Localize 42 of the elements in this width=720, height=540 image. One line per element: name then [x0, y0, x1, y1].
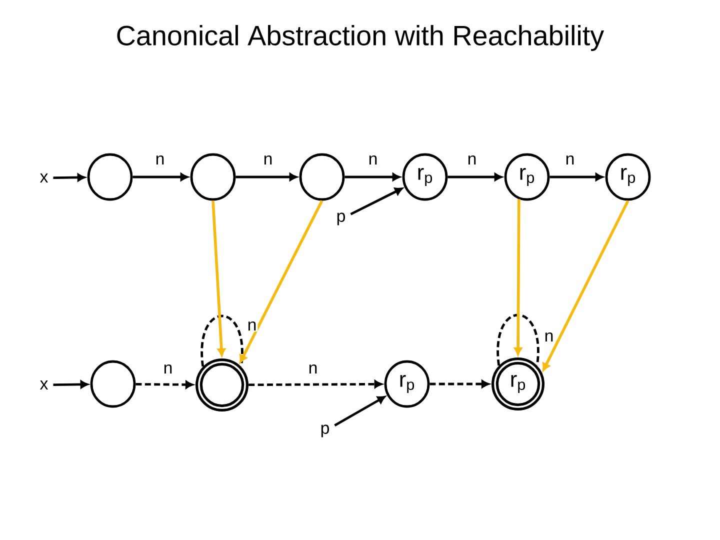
- edge-label: n: [564, 154, 576, 166]
- edge-label: n: [307, 363, 319, 375]
- double-circle-node: r$_{p}$: [492, 358, 544, 410]
- circle-node: [190, 153, 236, 201]
- arrow: [236, 173, 298, 181]
- circle-node: [87, 153, 133, 201]
- title: Canonical Abstraction with Reachability: [117, 25, 604, 51]
- edge-label: n: [162, 363, 174, 375]
- variable-label: p: [321, 424, 329, 438]
- arrow: [430, 380, 490, 388]
- variable-label: x: [40, 380, 48, 390]
- variable-label: p: [337, 212, 345, 226]
- arrow: [334, 396, 386, 426]
- double-circle-node: [196, 358, 248, 412]
- self-loop: [200, 314, 244, 367]
- circle-node: r$_{p}$: [605, 153, 651, 201]
- edge-label: n: [367, 154, 379, 166]
- self-loop: [496, 314, 540, 366]
- circle-node: r$_{p}$: [504, 153, 550, 201]
- arrow: [136, 380, 194, 389]
- arrow: [350, 188, 403, 216]
- arrow: [542, 200, 630, 371]
- arrow: [53, 174, 86, 182]
- circle-node: [90, 360, 136, 408]
- arrow: [132, 173, 188, 181]
- circle-node: r$_{p}$: [384, 360, 430, 408]
- arrow: [514, 199, 522, 356]
- variable-label: x: [40, 174, 48, 182]
- arrow: [344, 173, 400, 181]
- circle-node: [299, 153, 345, 201]
- arrow: [212, 200, 226, 356]
- edge-label: n: [543, 331, 555, 343]
- arrow: [248, 380, 382, 388]
- edge-label: n: [262, 154, 274, 166]
- arrow: [448, 173, 502, 181]
- arrow: [240, 200, 324, 363]
- arrow: [550, 173, 604, 181]
- circle-node: r$_{p}$: [402, 153, 448, 201]
- edge-label: n: [466, 154, 478, 166]
- arrow: [53, 380, 88, 388]
- edge-label: n: [154, 154, 166, 166]
- edge-label: n: [246, 320, 258, 332]
